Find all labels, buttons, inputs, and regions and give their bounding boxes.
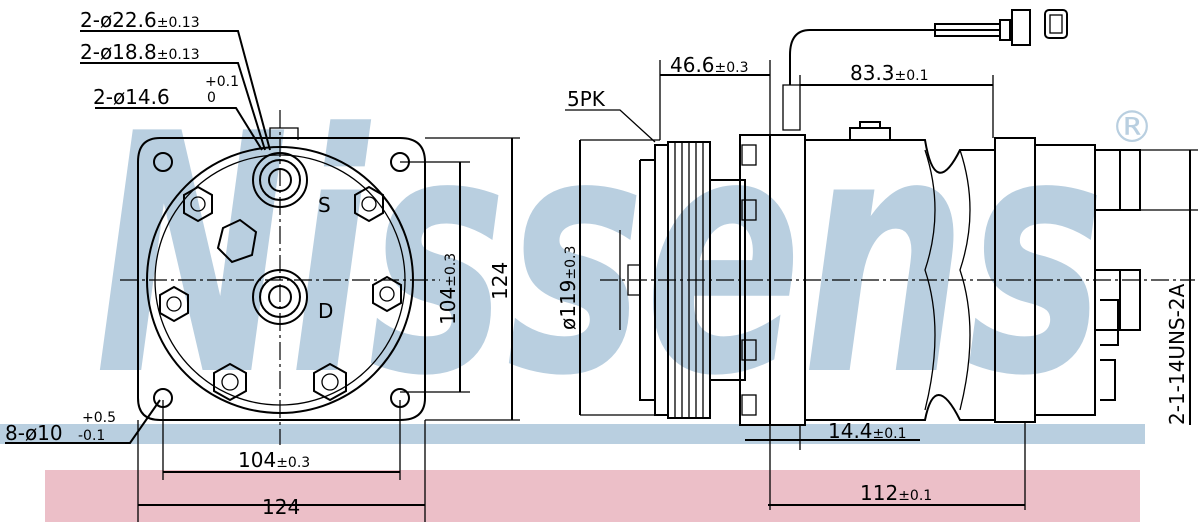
registered-mark: ®: [1110, 102, 1154, 153]
dim-hole-spacing-v: 104±0.3: [436, 253, 460, 325]
dim-hole-spacing-h: 104±0.3: [238, 448, 310, 472]
dim-length: 112±0.1: [860, 481, 932, 505]
callout-mount-holes-tol-lower: -0.1: [78, 428, 105, 444]
pink-band: [45, 470, 1140, 522]
callout-port-inner: 2-ø14.6: [93, 85, 170, 109]
dim-connector-position: 83.3±0.1: [850, 61, 929, 85]
callout-port-outer: 2-ø22.6±0.13: [80, 8, 200, 32]
discharge-label: D: [318, 299, 333, 323]
callout-mount-holes-tol-upper: +0.5: [82, 410, 116, 426]
callout-port-inner-tol-lower: 0: [207, 90, 216, 106]
dim-pulley-offset: 46.6±0.3: [670, 53, 749, 77]
callout-port-mid: 2-ø18.8±0.13: [80, 40, 200, 64]
dim-thread: 2-1-14UNS-2A: [1165, 283, 1189, 425]
pulley-label: 5PK: [567, 87, 606, 111]
callout-mount-holes: 8-ø10: [5, 421, 63, 445]
suction-label: S: [318, 193, 331, 217]
dim-width: 124: [262, 495, 300, 519]
dim-pulley-diameter: ø119±0.3: [556, 246, 580, 330]
dim-height: 124: [488, 262, 512, 300]
callout-port-inner-tol-upper: +0.1: [205, 74, 239, 90]
front-view: S D: [5, 30, 520, 522]
head-bolts: [159, 185, 402, 402]
side-view: [565, 9, 1198, 510]
dim-flange: 14.4±0.1: [828, 419, 907, 443]
